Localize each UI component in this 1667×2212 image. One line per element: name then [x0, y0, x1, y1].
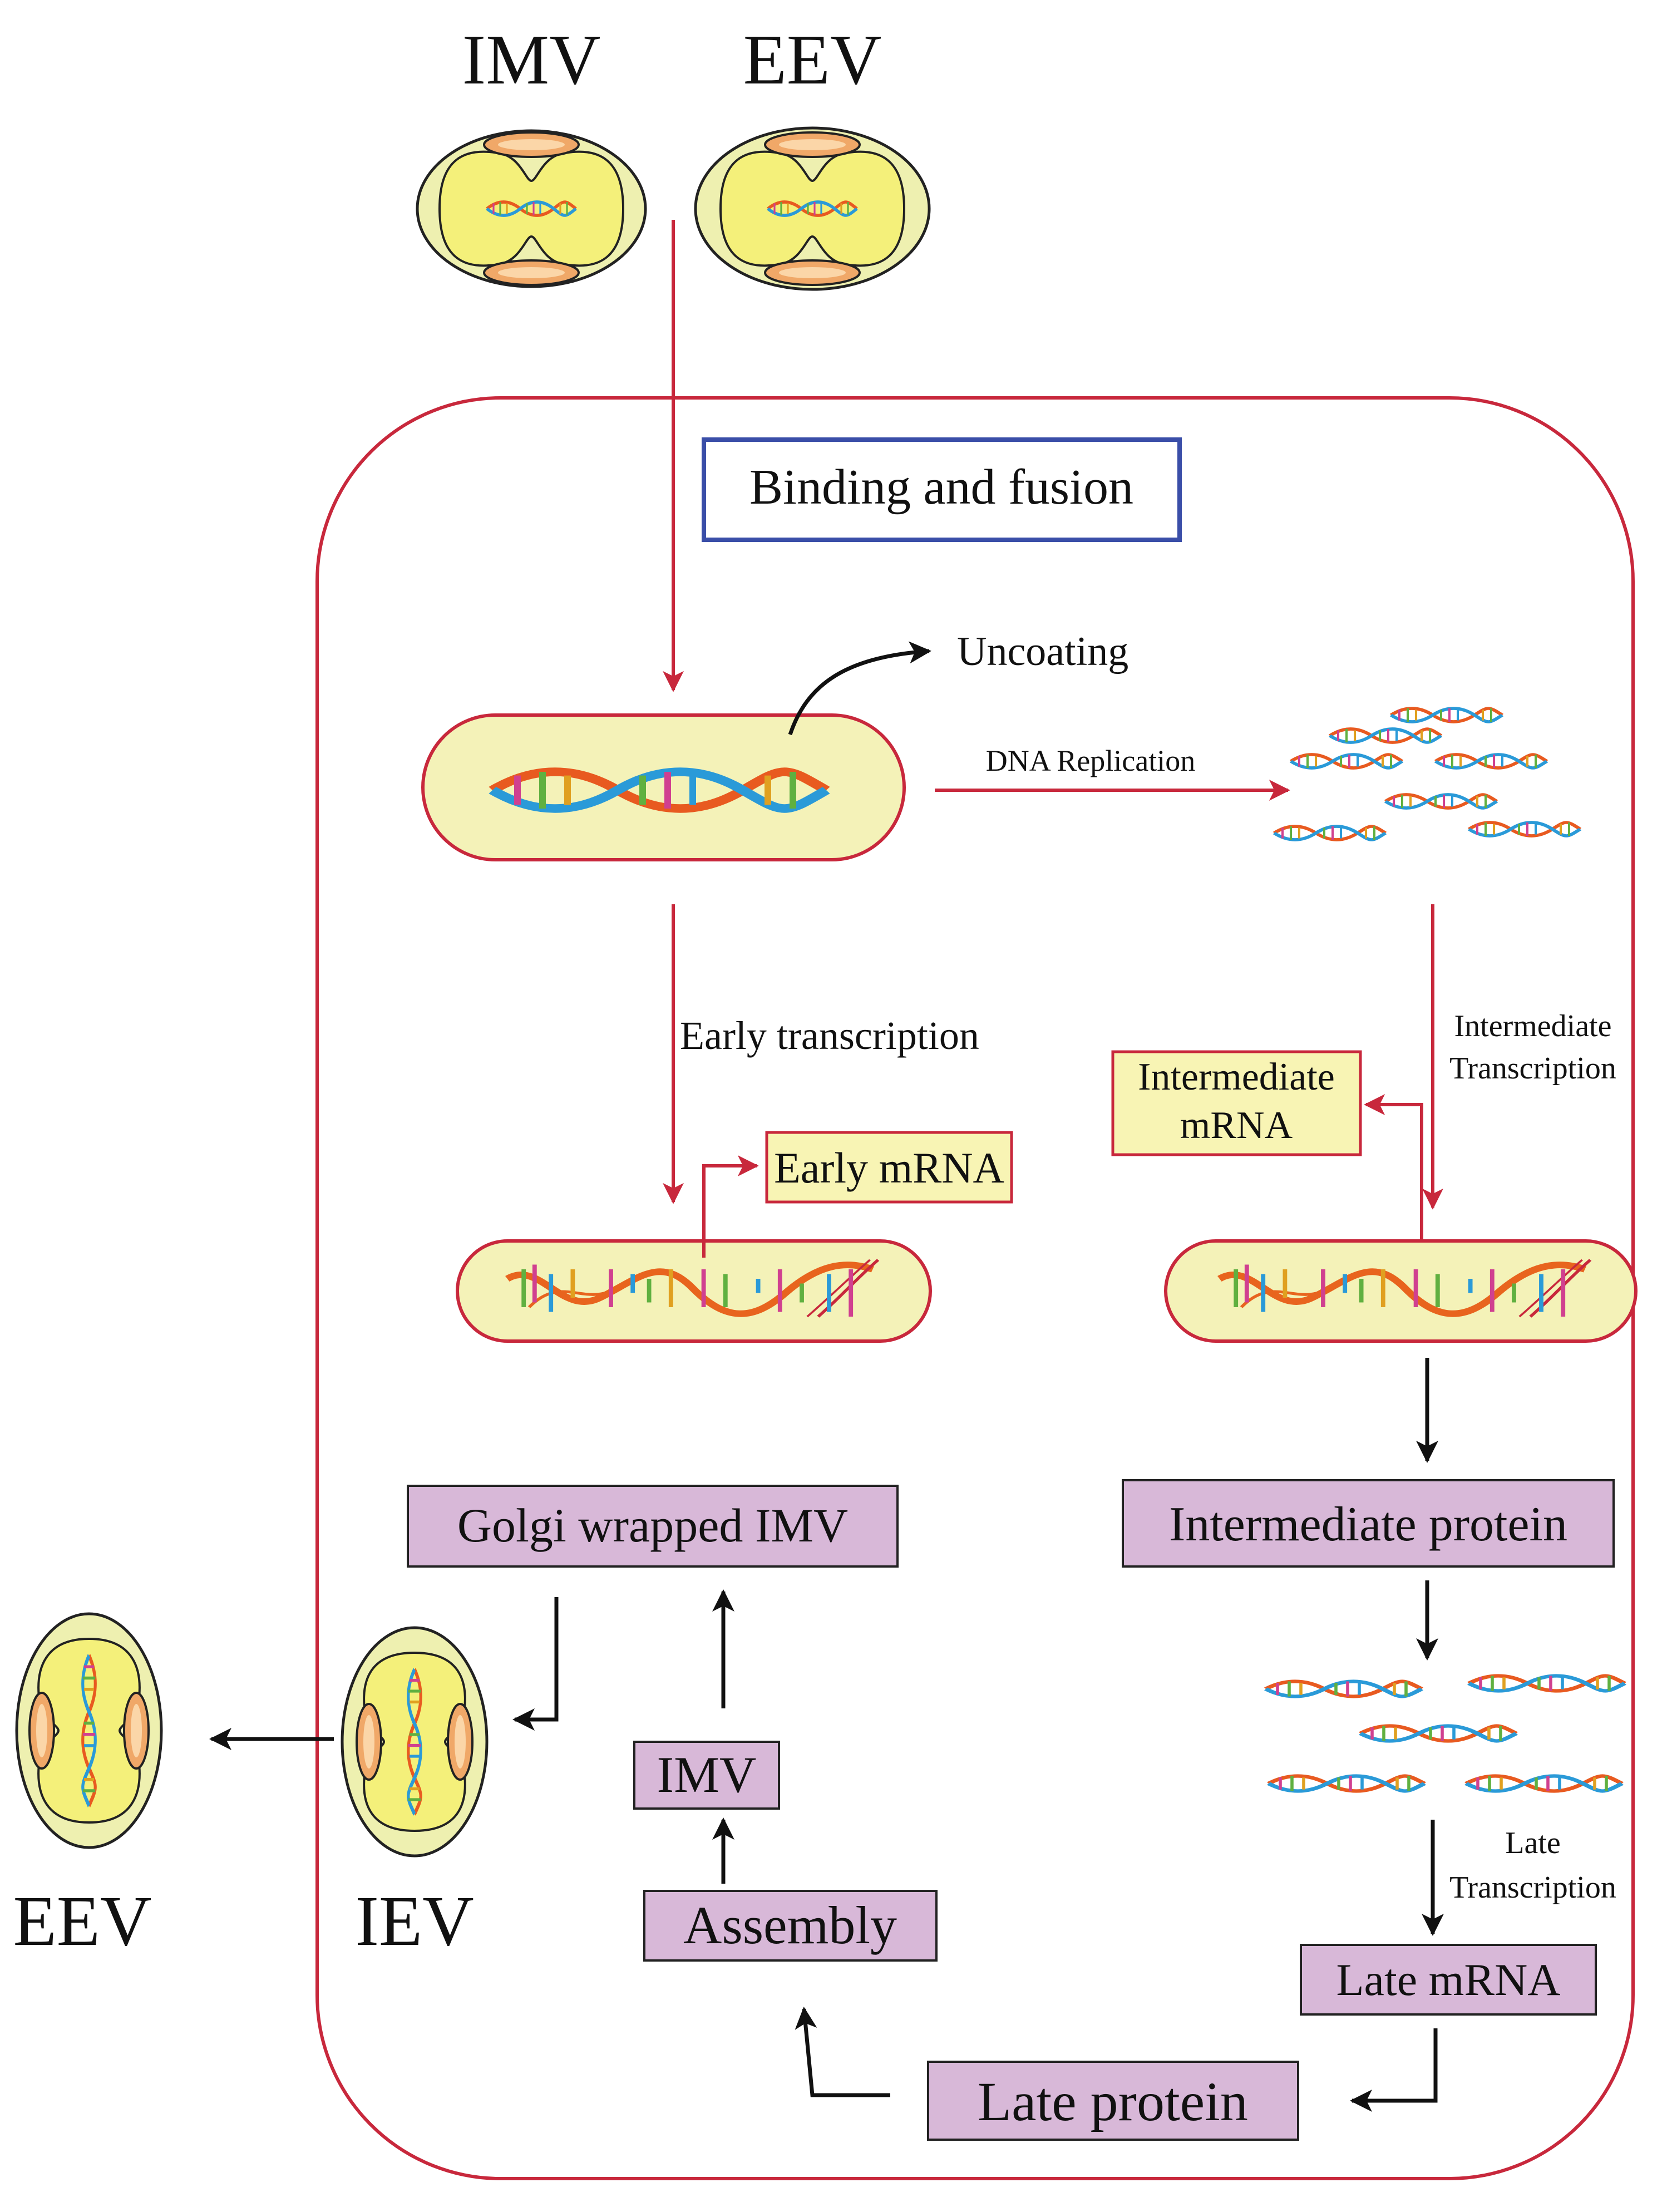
iev-virion-icon — [341, 1626, 489, 1858]
eev-released-virion-icon — [15, 1612, 163, 1849]
iev-label: IEV — [355, 1881, 474, 1960]
early-mrna-arrow — [702, 1155, 759, 1258]
intermediate-mrna-arrow — [1364, 1094, 1423, 1258]
eev-bottom-label: EEV — [13, 1881, 152, 1960]
eev-virion-icon — [694, 126, 931, 291]
to-assembly-arrow — [795, 2007, 890, 2097]
intermediate-protein-label: Intermediate protein — [1169, 1497, 1567, 1551]
intermediate-mrna-box — [1111, 1050, 1362, 1156]
early-mrna-label: Early mRNA — [774, 1144, 1004, 1192]
intermediate-protein-box — [1122, 1479, 1615, 1568]
late-mrna-box — [1300, 1944, 1597, 2016]
assembly-label: Assembly — [683, 1895, 897, 1955]
imv-virion-icon — [416, 129, 647, 288]
late-transcription-label-1: Late — [1505, 1826, 1560, 1860]
intermediate-transcription-label-2: Transcription — [1449, 1051, 1616, 1086]
early-transcription-capsule — [456, 1239, 932, 1343]
imv-box-label: IMV — [657, 1746, 757, 1803]
late-transcription-label-2: Transcription — [1449, 1870, 1616, 1905]
viral-core-capsule — [421, 713, 906, 861]
replicated-dna-cluster — [1274, 708, 1580, 840]
assembly-box — [643, 1890, 938, 1962]
late-dna-cluster — [1266, 1676, 1625, 1791]
golgi-box — [407, 1485, 899, 1568]
intermediate-transcription-label-1: Intermediate — [1454, 1009, 1612, 1043]
intermediate-mrna-label-2: mRNA — [1180, 1104, 1293, 1147]
imv-box — [633, 1741, 780, 1810]
intermediate-transcription-capsule — [1164, 1239, 1638, 1343]
to-iev-arrow — [512, 1597, 559, 1731]
golgi-label: Golgi wrapped IMV — [457, 1499, 848, 1552]
imv-top-label: IMV — [462, 20, 601, 99]
dna-replication-label: DNA Replication — [986, 744, 1195, 777]
binding-fusion-box — [702, 437, 1182, 542]
uncoating-label: Uncoating — [957, 629, 1128, 674]
intermediate-mrna-label-1: Intermediate — [1138, 1056, 1335, 1098]
early-mrna-box — [765, 1131, 1013, 1204]
eev-top-label: EEV — [743, 20, 882, 99]
binding-fusion-label: Binding and fusion — [749, 460, 1133, 515]
late-mrna-label: Late mRNA — [1336, 1954, 1560, 2005]
late-protein-label: Late protein — [978, 2071, 1248, 2132]
late-protein-box — [927, 2061, 1299, 2141]
uncoating-arrow — [788, 641, 931, 736]
early-transcription-label: Early transcription — [680, 1013, 979, 1058]
to-late-protein-arrow — [1350, 2028, 1438, 2112]
